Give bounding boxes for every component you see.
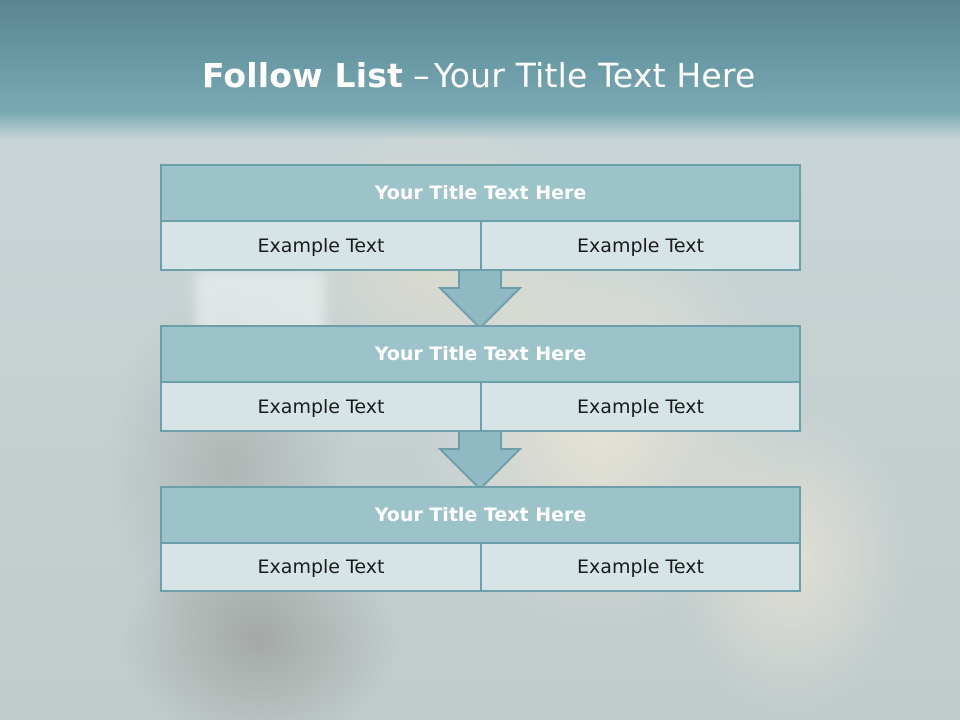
block-cell-left: Example Text	[160, 542, 482, 592]
block-title: Your Title Text Here	[160, 486, 801, 544]
list-block-1: Your Title Text Here Example Text Exampl…	[160, 164, 801, 272]
block-cell-left: Example Text	[160, 381, 482, 432]
slide-title: Follow List–Your Title Text Here	[202, 56, 755, 95]
slide-title-separator: –	[413, 56, 430, 95]
block-title: Your Title Text Here	[160, 164, 801, 222]
down-arrow-icon	[437, 430, 523, 491]
block-cell-right: Example Text	[480, 381, 801, 432]
block-cell-right: Example Text	[480, 542, 801, 592]
list-block-3: Your Title Text Here Example Text Exampl…	[160, 486, 801, 592]
block-cell-right: Example Text	[480, 220, 801, 271]
down-arrow-icon	[437, 269, 523, 330]
header-band: Follow List–Your Title Text Here	[0, 0, 960, 140]
slide-title-rest: Your Title Text Here	[433, 56, 756, 95]
slide-title-bold: Follow List	[202, 56, 404, 95]
block-title: Your Title Text Here	[160, 325, 801, 383]
block-cell-left: Example Text	[160, 220, 482, 271]
list-block-2: Your Title Text Here Example Text Exampl…	[160, 325, 801, 433]
